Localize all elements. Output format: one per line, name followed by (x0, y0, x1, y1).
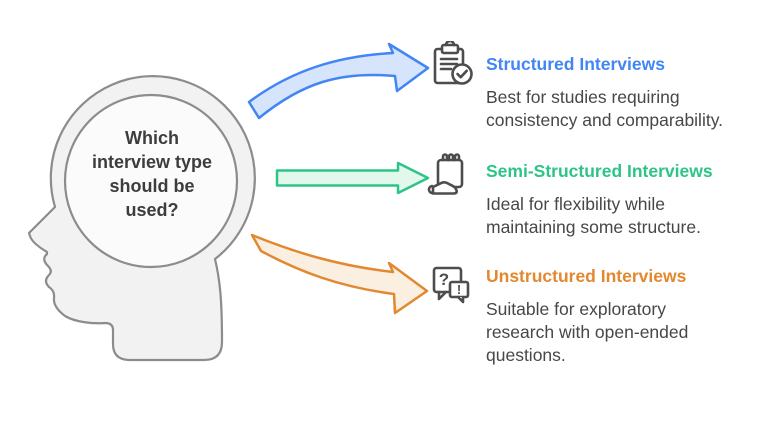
clipboard-lines (439, 57, 459, 71)
hand-notepad-icon (427, 153, 464, 195)
notepad-spiral (441, 153, 461, 162)
item-description-structured: Best for studies requiring consistency a… (486, 87, 724, 130)
head-question-line: should be (109, 176, 195, 196)
arrow-shape (275, 161, 430, 195)
item-title-unstructured: Unstructured Interviews (486, 266, 687, 286)
head-question-line: interview type (91, 152, 213, 172)
thought-circle (63, 93, 239, 269)
clipboard-clip-bump (444, 41, 456, 47)
arrow-to-semi-structured (275, 161, 430, 195)
item-semi-structured: Semi-Structured Interviews Ideal for fle… (486, 160, 742, 239)
clipboard-check-icon (433, 41, 473, 85)
item-unstructured: Unstructured Interviews Suitable for exp… (486, 265, 742, 367)
head-question-line: used? (125, 200, 179, 220)
hand-palm (431, 180, 458, 195)
item-description-semi-structured: Ideal for flexibility while maintaining … (486, 194, 701, 237)
question-bubble-tail (437, 290, 448, 301)
item-description-unstructured: Suitable for exploratory research with o… (486, 299, 689, 365)
item-structured: Structured Interviews Best for studies r… (486, 53, 742, 132)
clipboard-clip (440, 43, 460, 55)
check-mark (456, 69, 468, 79)
exclamation-glyph: ! (457, 282, 461, 297)
exclamation-bubble-tail (456, 295, 465, 304)
question-bubble (432, 266, 463, 294)
head-question-line: Which (125, 128, 179, 148)
head-silhouette-icon (27, 75, 256, 362)
question-glyph: ? (439, 270, 449, 289)
arrow-shape (250, 233, 429, 315)
arrow-to-unstructured (250, 233, 429, 315)
question-exclamation-bubbles-icon: ? ! (432, 266, 470, 304)
head-question: Which interview type should be used? (66, 126, 238, 222)
arrow-shape (247, 42, 430, 120)
arrow-to-structured (247, 42, 430, 120)
item-title-structured: Structured Interviews (486, 54, 665, 74)
item-title-semi-structured: Semi-Structured Interviews (486, 161, 713, 181)
